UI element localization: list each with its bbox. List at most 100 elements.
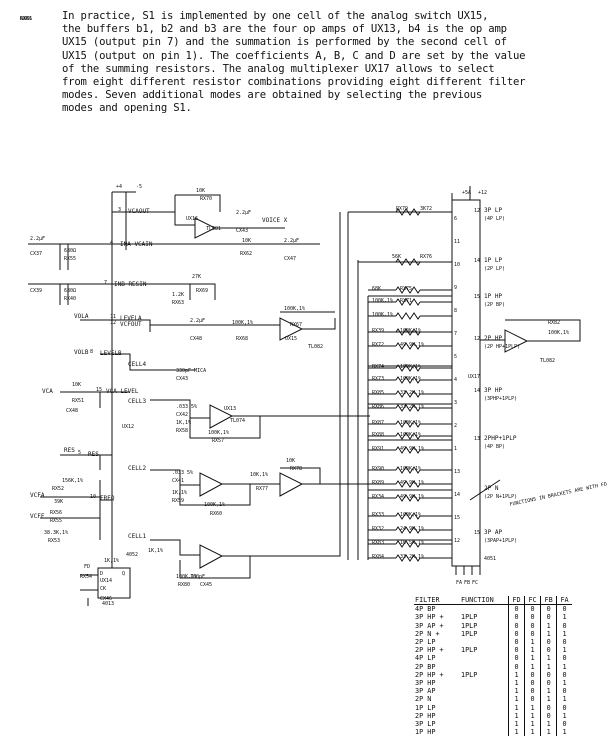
resistor-symbol [395, 540, 421, 548]
table-cell: 3P AP + [415, 621, 444, 630]
component-label: RX77 [256, 486, 268, 492]
mux-input-label: 1P LP [484, 257, 502, 264]
component-label: 49.9K,1% [400, 342, 424, 348]
table-cell: 0 [524, 687, 541, 696]
flipflop-label: CK [100, 586, 106, 592]
pin-label: FREQ [100, 495, 115, 502]
pin-number: 4 [110, 240, 113, 246]
pin-label: INB RESIN [114, 281, 147, 288]
mux-input-sub: (4P LP) [484, 216, 505, 222]
mux-input-label: 3P AP [484, 529, 502, 536]
component-label: 10K [242, 238, 251, 244]
resistor-symbol [395, 258, 421, 266]
resistor-symbol [395, 446, 421, 454]
component-label: 2.2µF [236, 210, 251, 216]
table-cell [460, 679, 509, 687]
signal-label: RES [64, 447, 75, 454]
table-cell [460, 654, 509, 662]
component-label: RX91 [372, 446, 384, 452]
component-label: 1.2K [172, 292, 184, 298]
resistor-symbol [395, 342, 421, 350]
resistor-symbol [395, 480, 421, 488]
component-label: 24.9K,1% [400, 526, 424, 532]
table-cell [460, 663, 509, 671]
component-label: 3K72 [420, 206, 432, 212]
supply-label: +12 [478, 190, 487, 196]
resistor-symbol [395, 512, 421, 520]
component-label: 39K [54, 499, 63, 505]
component-label: RX74 [372, 364, 384, 370]
pin-label: CELL4 [128, 361, 146, 368]
ic-label: UX16 [186, 216, 198, 222]
component-label: RX71 [400, 298, 412, 304]
ic-label: UX14 [100, 578, 112, 584]
table-cell: 1PLP [461, 621, 478, 630]
table-header-row: FILTER FUNCTION FD FC FB FA [414, 596, 572, 606]
mux-pin-number: 15 [454, 515, 460, 521]
component-label: 33.2K,1% [400, 404, 424, 410]
component-label: RX90 [372, 466, 384, 472]
component-label: .033 5% [176, 404, 197, 410]
paragraph-line: UX15 (output on pin 1). The coefficients… [62, 49, 526, 62]
resistor-symbol [395, 312, 421, 320]
component-label: RX72 [372, 342, 384, 348]
table-cell: 0 [556, 720, 572, 729]
component-label: RX88 [372, 432, 384, 438]
pin-label: VCAOUT [128, 208, 150, 215]
ic-label: UX17 [468, 374, 480, 380]
mux-pin-number: 14 [454, 492, 460, 498]
table-cell: 1 [556, 646, 572, 655]
resistor-symbol [395, 286, 421, 294]
pin-number: 15 [96, 387, 102, 393]
component-label: RX87 [372, 420, 384, 426]
table-cell: 1 [524, 646, 541, 655]
table-cell: 1PLP [461, 629, 478, 638]
component-label: CX41 [172, 478, 184, 484]
table-cell: 2P N + [415, 629, 440, 638]
mux-input-label: 2P HP [484, 335, 502, 342]
table-cell: 1 [540, 621, 557, 630]
ic-label: 4052 [126, 552, 138, 558]
component-label: 100K,1% [176, 574, 197, 580]
table-cell: 2P BP [415, 662, 436, 671]
signal-label: VOICE X [262, 217, 288, 224]
signal-label: VCA [42, 388, 53, 395]
component-label: 33.2K,1% [400, 390, 424, 396]
mux-input-sub: (3PHP+1PLP) [484, 396, 517, 402]
component-label: 330pF MICA [176, 368, 206, 374]
component-label: 680Ω [64, 248, 76, 254]
table-cell: 0 [540, 604, 557, 614]
flipflop-label: FD [84, 564, 90, 570]
table-cell: 1 [524, 662, 541, 671]
mux-pin-number: 4 [454, 377, 457, 383]
table-cell: 0 [507, 613, 525, 622]
mux-pin-number: 3 [454, 400, 457, 406]
mux-control-label: FA [456, 580, 462, 586]
table-cell: 1 [524, 711, 541, 721]
paragraph-line: of the summing resistors. The analog mul… [62, 62, 495, 75]
col-filter: FILTER [414, 596, 460, 606]
component-label: RX59 [172, 498, 184, 504]
table-cell: 0 [556, 604, 572, 614]
table-cell: 1PLP [461, 670, 478, 679]
component-label: 2.2µF [30, 236, 45, 242]
component-label: CX43 [236, 228, 248, 234]
table-cell: 1 [556, 695, 572, 704]
pin-number: 3 [118, 207, 121, 213]
table-cell: 1 [540, 728, 557, 737]
table-cell: 0 [556, 703, 572, 712]
component-label: 100K,1% [400, 328, 421, 334]
table-cell: 2P HP [415, 711, 436, 720]
mux-input-sub: (3PAP+1PLP) [484, 538, 517, 544]
component-label: RX63 [172, 300, 184, 306]
table-cell: 1 [556, 711, 572, 721]
pin-number: 5 [78, 450, 81, 456]
mux-pin-number: 6 [454, 216, 457, 222]
